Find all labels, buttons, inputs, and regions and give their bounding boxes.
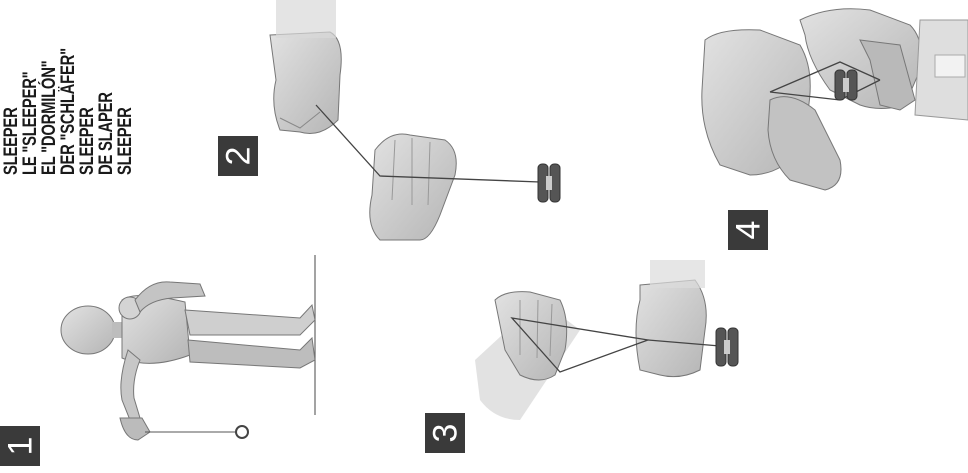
step-4-pointing-finger xyxy=(767,96,842,191)
upper-fist xyxy=(269,31,342,134)
figure-throwing-arm xyxy=(120,349,141,421)
step-3-forearm-right xyxy=(650,260,705,288)
figure-back-arm xyxy=(134,281,206,313)
step-3-palm xyxy=(494,291,568,381)
step-2-yoyo xyxy=(537,163,561,203)
step-3-badge: 3 xyxy=(425,413,465,453)
upper-fist-knuckles xyxy=(279,111,321,129)
figure-leg-front xyxy=(187,336,316,369)
step-3-string-loop xyxy=(510,317,651,373)
step-1-figure-illustration xyxy=(60,255,316,441)
step-2-number: 2 xyxy=(218,146,257,166)
step-2-badge: 2 xyxy=(218,136,258,176)
step-4-badge: 4 xyxy=(728,210,768,250)
figure-leg-back xyxy=(184,303,316,336)
step-3-yoyo xyxy=(715,327,739,367)
step-2-hands-illustration xyxy=(269,0,561,241)
step-4-right-fingers xyxy=(859,39,916,111)
yoyo-sleeping xyxy=(235,425,249,439)
step-4-yoyo xyxy=(834,69,858,101)
step-3-number: 3 xyxy=(425,423,464,443)
palm-finger-lines xyxy=(391,138,431,206)
upper-forearm xyxy=(276,0,336,38)
open-palm xyxy=(369,133,457,241)
step-1-number: 1 xyxy=(0,436,39,456)
step-4-cuff xyxy=(934,54,966,78)
step-3-fist xyxy=(635,279,707,378)
step-2-string xyxy=(315,104,541,183)
step-1-badge: 1 xyxy=(0,426,40,466)
step-3-string-drop xyxy=(647,339,721,347)
step-3-hands-illustration xyxy=(475,260,739,420)
step-4-hands-illustration xyxy=(701,8,968,191)
figure-hand xyxy=(119,417,151,441)
figure-head xyxy=(60,305,116,355)
step-4-number: 4 xyxy=(728,220,767,240)
